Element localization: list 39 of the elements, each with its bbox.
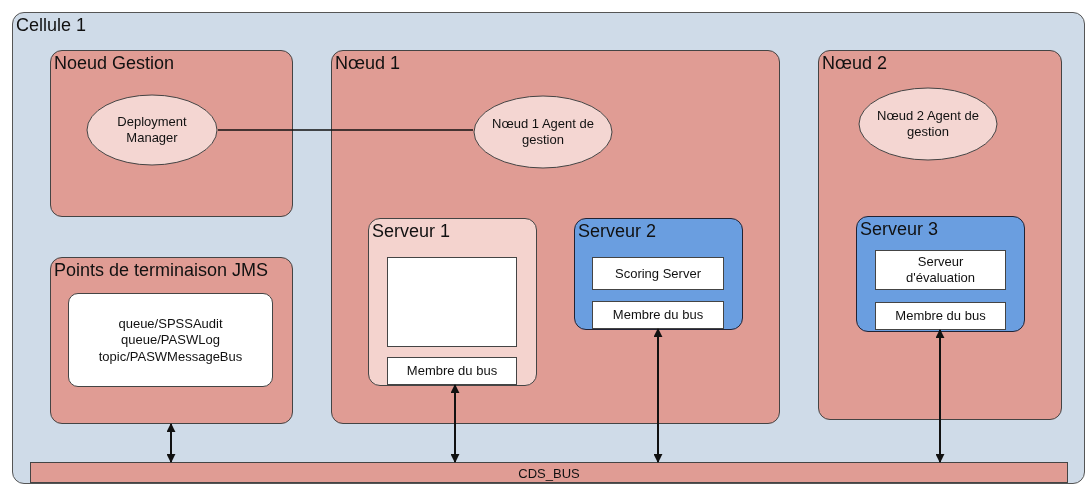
double-arrow bbox=[653, 328, 663, 463]
container-title: Nœud 2 bbox=[822, 53, 888, 74]
component-label: Membre du bus bbox=[405, 362, 499, 380]
component-box bbox=[592, 257, 724, 290]
component-label: Scoring Server bbox=[614, 265, 702, 282]
component-label: Nœud 1 Agent de gestion bbox=[491, 115, 595, 149]
component-box bbox=[387, 357, 517, 385]
server-container bbox=[856, 216, 1025, 332]
container-title: Serveur 1 bbox=[372, 221, 451, 242]
connector-line bbox=[217, 129, 474, 131]
node-container bbox=[50, 50, 293, 217]
double-arrow bbox=[450, 384, 460, 463]
node-container bbox=[50, 257, 293, 424]
component-box bbox=[875, 250, 1006, 290]
server-container bbox=[574, 218, 743, 330]
bus-bar bbox=[30, 462, 1068, 483]
node-container bbox=[331, 50, 780, 424]
component-box bbox=[875, 302, 1006, 330]
component-label: queue/SPSSAudit queue/PASWLog topic/PASWMessageBus bbox=[97, 315, 244, 365]
container-title: Serveur 3 bbox=[860, 219, 939, 240]
container-title: Serveur 2 bbox=[578, 221, 657, 242]
container-title: Noeud Gestion bbox=[54, 53, 175, 74]
node-container bbox=[818, 50, 1062, 420]
component-label: Membre du bus bbox=[894, 307, 987, 325]
component-label: Nœud 2 Agent de gestion bbox=[876, 107, 980, 141]
component-label: Deployment Manager bbox=[116, 113, 188, 147]
component-box bbox=[592, 301, 724, 329]
container-title: Nœud 1 bbox=[335, 53, 401, 74]
component-label: Serveur d'évaluation bbox=[905, 253, 976, 287]
component-box bbox=[387, 257, 517, 347]
double-arrow bbox=[935, 329, 945, 463]
container-title: Cellule 1 bbox=[16, 15, 87, 36]
component-label: CDS_BUS bbox=[517, 465, 581, 483]
server-container bbox=[368, 218, 537, 386]
container-title: Points de terminaison JMS bbox=[54, 260, 269, 281]
component-label: Membre du bus bbox=[611, 306, 705, 324]
double-arrow bbox=[166, 423, 176, 463]
component-box bbox=[68, 293, 273, 387]
cell-container bbox=[12, 12, 1085, 484]
